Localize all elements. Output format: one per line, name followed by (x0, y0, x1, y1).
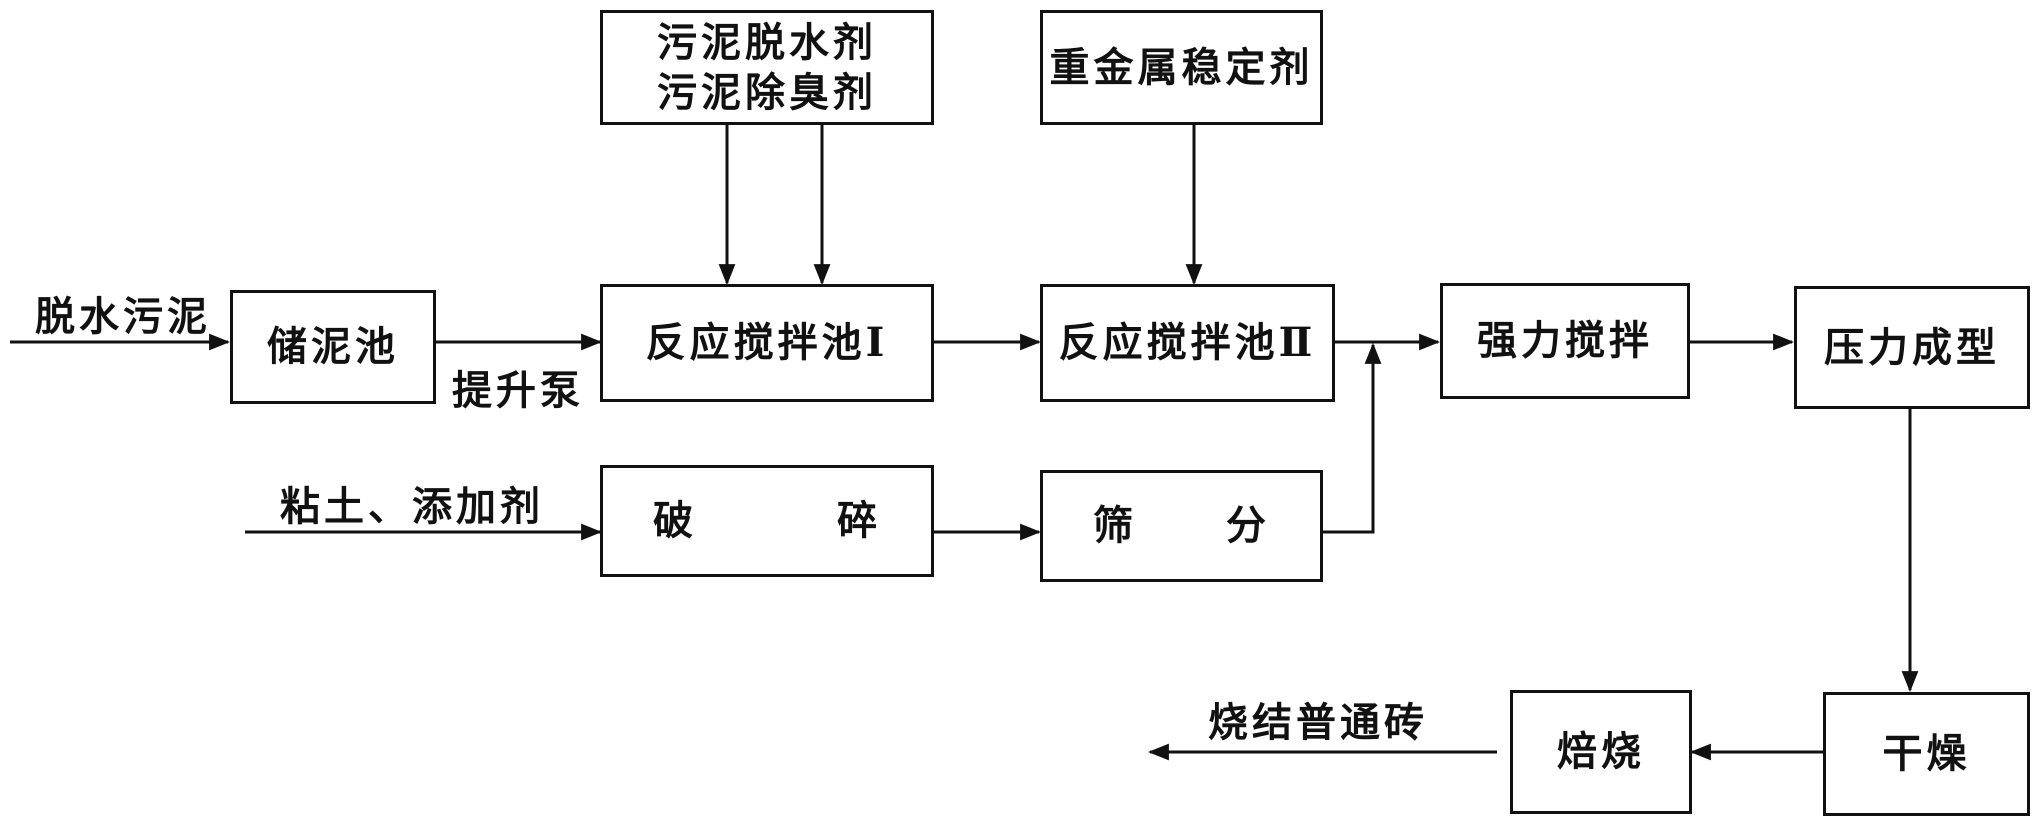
product-label: 烧结普通砖 (1208, 699, 1428, 746)
strong-mixing-text: 强力搅拌 (1477, 317, 1653, 364)
storage-tank-text: 储泥池 (267, 323, 399, 370)
screening-text-1: 筛 (1093, 502, 1137, 549)
roasting-text: 焙烧 (1557, 728, 1645, 775)
crushing-text-2: 碎 (837, 497, 881, 544)
sludge-deodorant-text: 污泥除臭剂 (657, 68, 877, 116)
reaction-tank-1-box: 反应搅拌池Ⅰ (600, 284, 934, 402)
storage-tank-box: 储泥池 (230, 290, 436, 404)
reaction-tank-2-box: 反应搅拌池Ⅱ (1040, 284, 1335, 402)
screening-text-2: 分 (1226, 502, 1270, 549)
clay-additive-label: 粘土、添加剂 (280, 483, 544, 530)
dewatered-sludge-label: 脱水污泥 (35, 293, 211, 340)
reaction-tank-1-text: 反应搅拌池Ⅰ (645, 319, 889, 366)
heavy-metal-stabilizer-text: 重金属稳定剂 (1049, 43, 1314, 91)
sludge-agents-box: 污泥脱水剂 污泥除臭剂 (600, 10, 934, 125)
reaction-tank-2-text: 反应搅拌池Ⅱ (1058, 319, 1317, 366)
roasting-box: 焙烧 (1510, 690, 1692, 814)
drying-box: 干燥 (1823, 692, 2030, 816)
lift-pump-label: 提升泵 (452, 367, 584, 414)
arrow-screening-to-mixing-line (1323, 342, 1382, 534)
pressure-forming-text: 压力成型 (1824, 323, 2000, 371)
crushing-text-1: 破 (653, 497, 697, 544)
crushing-box: 破 碎 (600, 465, 934, 577)
pressure-forming-box: 压力成型 (1794, 286, 2030, 409)
screening-box: 筛 分 (1040, 470, 1323, 582)
heavy-metal-stabilizer-box: 重金属稳定剂 (1040, 10, 1323, 125)
drying-text: 干燥 (1882, 730, 1971, 777)
strong-mixing-box: 强力搅拌 (1440, 283, 1690, 399)
sludge-dewatering-agent-text: 污泥脱水剂 (657, 18, 877, 66)
